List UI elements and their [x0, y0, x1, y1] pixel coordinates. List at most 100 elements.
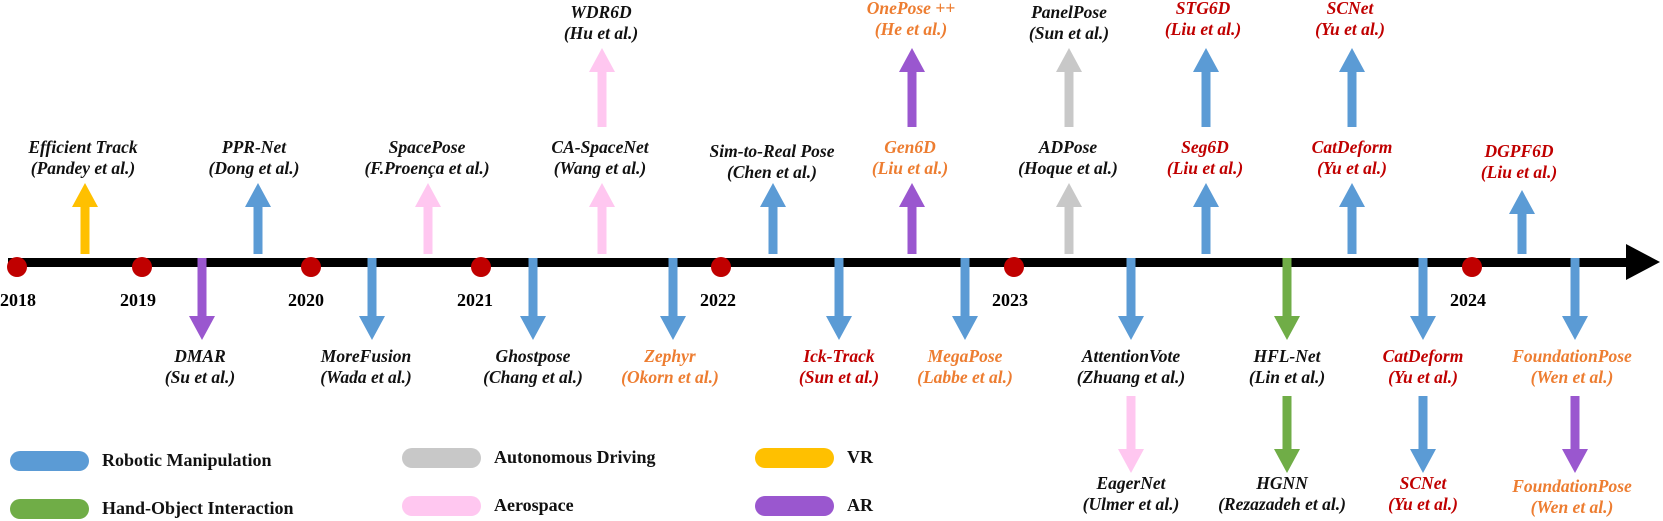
method-name: FoundationPose: [1512, 346, 1632, 366]
method-authors: (Chen et al.): [727, 162, 817, 182]
method-authors: (Chang et al.): [483, 367, 583, 387]
method-authors: (Okorn et al.): [621, 367, 719, 387]
arrow-stg6d: [1193, 48, 1219, 127]
timeline-axis: [8, 258, 1628, 267]
legend-label-hand-object: Hand-Object Interaction: [102, 498, 294, 518]
method-authors: (Wen et al.): [1530, 367, 1614, 387]
year-dot-2022: [711, 257, 731, 277]
method-name: Sim-to-Real Pose: [709, 141, 835, 161]
year-label-2024: 2024: [1450, 290, 1486, 310]
method-authors: (Liu et al.): [1164, 19, 1242, 39]
method-label-hgnn: HGNN (Rezazadeh et al.): [1218, 473, 1346, 515]
arrow-hfl-net: [1274, 258, 1300, 340]
method-name: SpacePose: [388, 137, 466, 157]
method-label-hfl-net: HFL-Net (Lin et al.): [1249, 346, 1325, 388]
method-label-attentionvote: AttentionVote (Zhuang et al.): [1077, 346, 1185, 388]
method-authors: (Su et al.): [164, 367, 236, 387]
method-authors: (F.Proença et al.): [364, 158, 490, 178]
method-name: SCNet: [1326, 0, 1374, 18]
year-label-2022: 2022: [700, 290, 736, 310]
method-name: ADPose: [1038, 137, 1098, 157]
method-authors: (Rezazadeh et al.): [1218, 494, 1346, 514]
method-name: PanelPose: [1031, 2, 1107, 22]
arrow-eagernet: [1118, 396, 1144, 473]
arrow-panelpose: [1056, 48, 1082, 127]
method-label-sim-to-real: Sim-to-Real Pose (Chen et al.): [710, 141, 835, 183]
year-dot-2024: [1462, 257, 1482, 277]
year-dot-2021: [471, 257, 491, 277]
arrow-gen6d: [899, 183, 925, 254]
method-authors: (Yu et al.): [1388, 367, 1458, 387]
method-authors: (Sun et al.): [798, 367, 880, 387]
year-label-2021: 2021: [457, 290, 493, 310]
method-name: Ghostpose: [495, 346, 571, 366]
method-name: Gen6D: [884, 137, 936, 157]
legend-swatch-vr: [755, 448, 834, 468]
arrow-catdeform-top: [1339, 183, 1365, 254]
method-name: EagerNet: [1096, 473, 1166, 493]
method-authors: (Liu et al.): [1166, 158, 1244, 178]
timeline-arrowhead: [1626, 244, 1660, 280]
arrow-zephyr: [660, 258, 686, 340]
method-authors: (Zhuang et al.): [1076, 367, 1186, 387]
arrow-adpose: [1056, 183, 1082, 254]
method-name: Seg6D: [1181, 137, 1229, 157]
method-label-ghostpose: Ghostpose (Chang et al.): [483, 346, 583, 388]
method-authors: (Labbe et al.): [917, 367, 1013, 387]
legend-label-autonomous: Autonomous Driving: [494, 447, 656, 467]
method-authors: (Wang et al.): [553, 158, 647, 178]
method-name: CA-SpaceNet: [551, 137, 649, 157]
arrow-hgnn: [1274, 396, 1300, 473]
legend-label-robotic: Robotic Manipulation: [102, 450, 272, 470]
method-authors: (Hoque et al.): [1018, 158, 1118, 178]
arrow-ghostpose: [520, 258, 546, 340]
arrow-foundationpose-2: [1562, 396, 1588, 473]
method-name: MoreFusion: [320, 346, 412, 366]
arrow-megapose: [952, 258, 978, 340]
method-label-seg6d: Seg6D (Liu et al.): [1167, 137, 1243, 179]
method-authors: (Wen et al.): [1530, 497, 1614, 517]
method-name: FoundationPose: [1512, 476, 1632, 496]
method-label-spacepose: SpacePose (F.Proença et al.): [364, 137, 489, 179]
legend-label-vr: VR: [847, 447, 873, 467]
arrow-dmar: [189, 258, 215, 340]
method-authors: (He et al.): [874, 19, 948, 39]
method-label-wdr6d: WDR6D (Hu et al.): [564, 2, 638, 44]
method-name: MegaPose: [927, 346, 1003, 366]
arrow-ick-track: [826, 258, 852, 340]
arrow-ppr-net: [245, 183, 271, 254]
year-dot-2019: [132, 257, 152, 277]
legend-label-aerospace: Aerospace: [494, 495, 574, 515]
arrow-spacepose: [415, 183, 441, 254]
method-label-ca-spacenet: CA-SpaceNet (Wang et al.): [551, 137, 648, 179]
year-dot-2020: [301, 257, 321, 277]
arrow-attentionvote: [1118, 258, 1144, 340]
method-authors: (Yu et al.): [1317, 158, 1387, 178]
arrow-seg6d: [1193, 183, 1219, 254]
method-authors: (Hu et al.): [563, 23, 639, 43]
method-name: HFL-Net: [1253, 346, 1321, 366]
method-name: WDR6D: [570, 2, 632, 22]
method-authors: (Ulmer et al.): [1082, 494, 1180, 514]
method-label-catdeform-top: CatDeform (Yu et al.): [1312, 137, 1393, 179]
method-authors: (Yu et al.): [1315, 19, 1385, 39]
arrow-catdeform-bottom: [1410, 258, 1436, 340]
method-authors: (Liu et al.): [871, 158, 949, 178]
method-label-foundationpose-1: FoundationPose (Wen et al.): [1512, 346, 1632, 388]
method-name: DGPF6D: [1484, 141, 1554, 161]
method-name: CatDeform: [1382, 346, 1464, 366]
method-label-onepose: OnePose ++ (He et al.): [867, 0, 955, 40]
method-label-foundationpose-2: FoundationPose (Wen et al.): [1512, 476, 1632, 518]
method-label-morefusion: MoreFusion (Wada et al.): [320, 346, 412, 388]
method-label-catdeform-bottom: CatDeform (Yu et al.): [1383, 346, 1464, 388]
legend-swatch-ar: [755, 496, 834, 516]
arrow-wdr6d: [589, 48, 615, 127]
method-label-ppr-net: PPR-Net (Dong et al.): [209, 137, 300, 179]
method-name: Efficient Track: [28, 137, 138, 157]
method-name: STG6D: [1175, 0, 1231, 18]
method-label-scnet-bottom: SCNet (Yu et al.): [1388, 473, 1458, 515]
arrow-scnet-bottom: [1410, 396, 1436, 473]
method-label-scnet-top: SCNet (Yu et al.): [1315, 0, 1385, 40]
method-authors: (Lin et al.): [1248, 367, 1326, 387]
